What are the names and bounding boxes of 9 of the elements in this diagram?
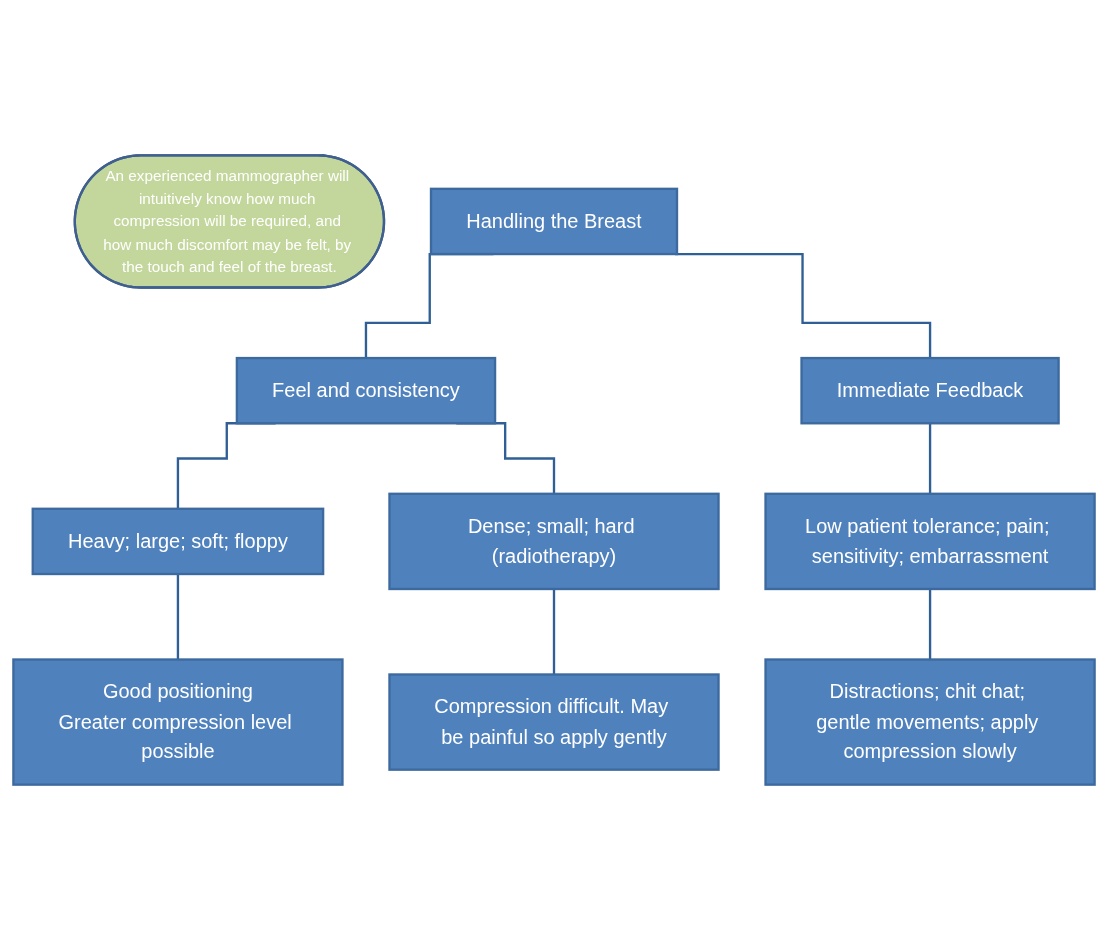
node-box: Distractions; chit chat; gentle movements; apply compression slowly: [764, 658, 1096, 786]
node-box: Dense; small; hard (radiotherapy): [388, 492, 720, 591]
node-box: Compression difficult. May be painful so apply gently: [388, 673, 720, 771]
node-box: Low patient tolerance; pain; sensitivity; embarrassment: [764, 492, 1096, 591]
node-box: Heavy; large; soft; floppy: [31, 507, 325, 576]
node-box: Good positioning Greater compression level possible: [12, 658, 344, 786]
node-box: Immediate Feedback: [800, 356, 1060, 425]
node-box: Feel and consistency: [235, 356, 497, 425]
node-box: Handling the Breast: [429, 187, 679, 256]
